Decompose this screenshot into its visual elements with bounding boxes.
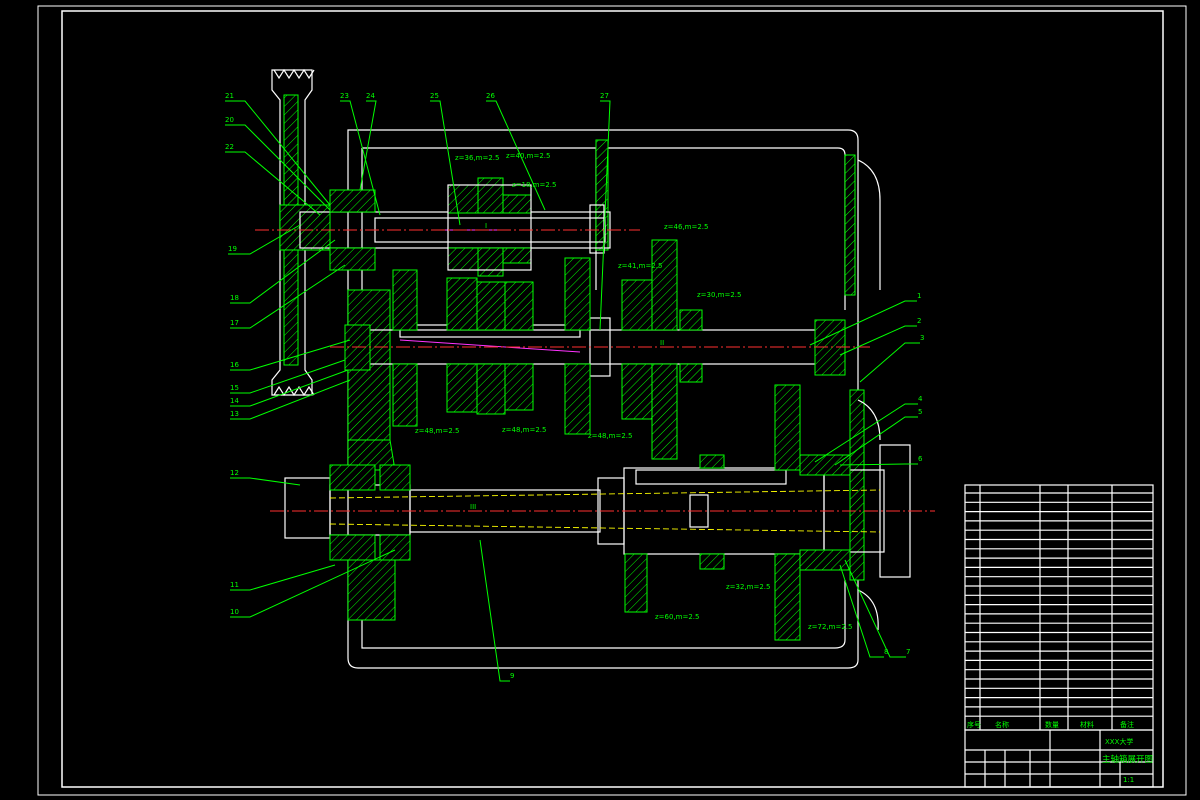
callout-26: 26 xyxy=(486,92,495,100)
bom-header-name: 名称 xyxy=(995,720,1009,729)
bom-header-remark: 备注 xyxy=(1120,720,1134,729)
bom-header-qty: 数量 xyxy=(1045,720,1059,729)
callout-27: 27 xyxy=(600,92,609,100)
callout-8: 8 xyxy=(884,648,888,656)
callout-14: 14 xyxy=(230,397,239,405)
gear-label-3: z=18,m=2.5 xyxy=(512,181,557,189)
title-block-school: XXX大学 xyxy=(1105,737,1133,746)
gear-label-4: z=46,m=2.5 xyxy=(664,223,709,231)
bom-header-no: 序号 xyxy=(967,720,981,729)
callout-18: 18 xyxy=(230,294,239,302)
shaft-label-2: II xyxy=(660,339,664,347)
callout-20: 20 xyxy=(225,116,234,124)
bom-header-material: 材料 xyxy=(1080,720,1094,729)
callout-16: 16 xyxy=(230,361,239,369)
gear-parameter-labels: z=36,m=2.5 z=40,m=2.5 z=18,m=2.5 z=46,m=… xyxy=(415,152,853,631)
parts-list: 序号 名称 数量 材料 备注 xyxy=(964,484,1154,731)
callout-10: 10 xyxy=(230,608,239,616)
callout-4: 4 xyxy=(918,395,923,403)
gear-label-9: z=48,m=2.5 xyxy=(588,432,633,440)
gears-shaft-3 xyxy=(624,384,801,641)
shaft-label-3: III xyxy=(470,503,476,511)
inner-frame xyxy=(61,10,1164,788)
title-block: XXX大学 主轴箱展开图 1:1 xyxy=(964,729,1154,788)
leader-lines xyxy=(225,100,920,682)
callout-7: 7 xyxy=(906,648,910,656)
gear-label-1: z=36,m=2.5 xyxy=(455,154,500,162)
callout-23: 23 xyxy=(340,92,349,100)
gear-label-6: z=30,m=2.5 xyxy=(697,291,742,299)
callout-17: 17 xyxy=(230,319,239,327)
v-belt-pulley xyxy=(271,68,331,397)
title-block-title: 主轴箱展开图 xyxy=(1102,754,1153,765)
shaft-label-1: I xyxy=(485,222,487,230)
gear-label-10: z=32,m=2.5 xyxy=(726,583,771,591)
gears-shaft-2 xyxy=(392,239,703,460)
callout-11: 11 xyxy=(230,581,239,589)
title-block-scale: 1:1 xyxy=(1123,776,1134,784)
callout-12: 12 xyxy=(230,469,239,477)
outer-frame xyxy=(37,5,1187,796)
gear-label-5: z=41,m=2.5 xyxy=(618,262,663,270)
gears-shaft-1 xyxy=(447,177,532,277)
parts-list-rows xyxy=(965,492,1153,717)
callout-13: 13 xyxy=(230,410,239,418)
callout-15: 15 xyxy=(230,384,239,392)
gear-label-11: z=60,m=2.5 xyxy=(655,613,700,621)
part-callouts: 21 20 22 19 18 17 16 15 14 13 12 11 10 2… xyxy=(225,92,924,680)
callout-25: 25 xyxy=(430,92,439,100)
gear-label-7: z=48,m=2.5 xyxy=(415,427,460,435)
callout-9: 9 xyxy=(510,672,514,680)
callout-21: 21 xyxy=(225,92,234,100)
gear-label-2: z=40,m=2.5 xyxy=(506,152,551,160)
callout-24: 24 xyxy=(366,92,375,100)
gear-label-8: z=48,m=2.5 xyxy=(502,426,547,434)
callout-3: 3 xyxy=(920,334,924,342)
callout-19: 19 xyxy=(228,245,237,253)
callout-5: 5 xyxy=(918,408,922,416)
shaft-3-spindle xyxy=(284,444,911,578)
callout-22: 22 xyxy=(225,143,234,151)
callout-2: 2 xyxy=(917,317,921,325)
gear-label-12: z=72,m=2.5 xyxy=(808,623,853,631)
callout-6: 6 xyxy=(918,455,923,463)
callout-1: 1 xyxy=(917,292,921,300)
